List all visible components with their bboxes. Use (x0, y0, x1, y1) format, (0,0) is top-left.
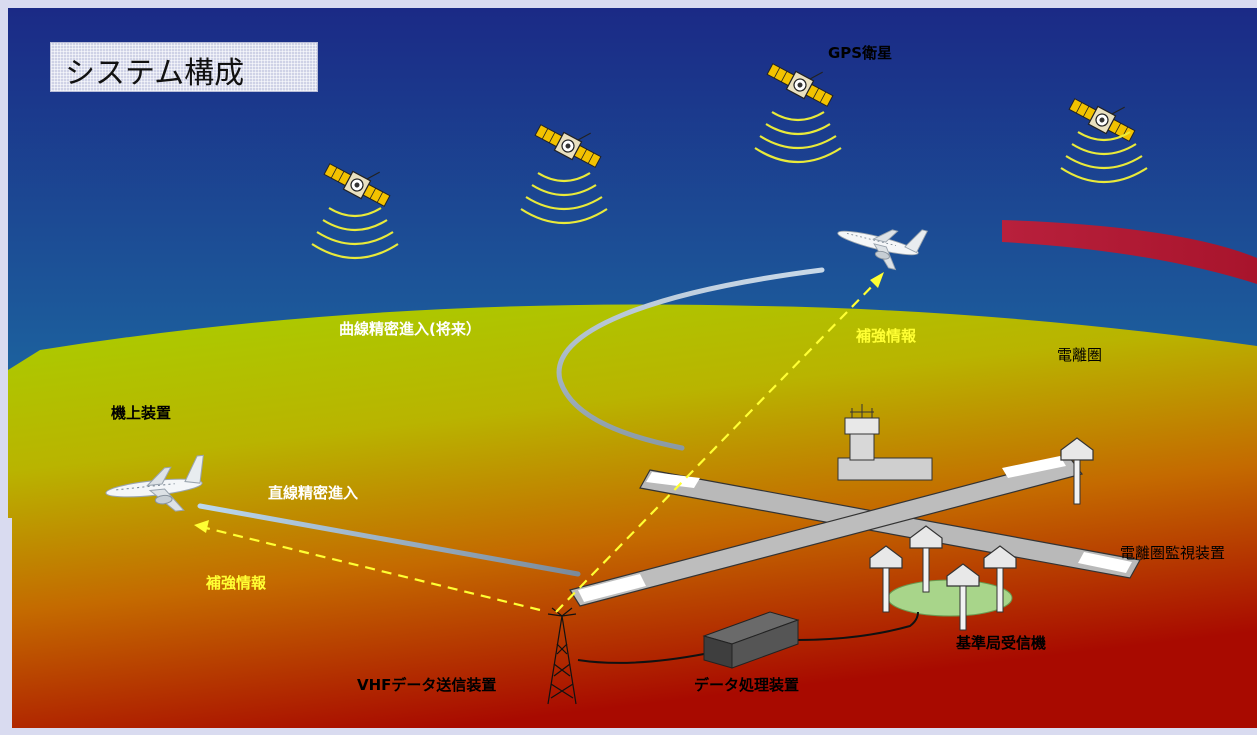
arrow-head (194, 520, 209, 533)
vhf-transmitter-label: VHFデータ送信装置 (357, 676, 497, 694)
runway (569, 456, 1141, 607)
airborne-equipment-label: 機上装置 (111, 404, 172, 422)
augmentation-arrow (555, 277, 881, 613)
control-tower-icon (837, 404, 933, 481)
curved-approach-label: 曲線精密進入(将来） (339, 320, 481, 338)
antenna-tower-icon (547, 607, 577, 705)
straight-approach-label: 直線精密進入 (268, 484, 359, 502)
arrow-head (870, 272, 884, 288)
straight-approach-path (197, 503, 581, 577)
cable (796, 611, 919, 641)
ionosphere-monitor-label: 電離圏監視装置 (1120, 544, 1226, 562)
data-processor-label: データ処理装置 (694, 676, 800, 694)
gps-satellite-label: GPS衛星 (828, 44, 893, 62)
server-box-icon (702, 611, 800, 669)
augmentation-info-label-lower: 補強情報 (206, 574, 267, 592)
ionosphere-label: 電離圏 (1057, 346, 1103, 364)
augmentation-arrow (205, 526, 541, 612)
ionosphere-band (1002, 220, 1257, 284)
cable (577, 653, 705, 664)
curved-approach-path (556, 267, 825, 451)
augmentation-info-label-upper: 補強情報 (856, 327, 917, 345)
reference-receiver-label: 基準局受信機 (956, 634, 1047, 652)
page-title: システム構成 (65, 56, 245, 91)
title-box: システム構成 (50, 42, 318, 92)
ground (8, 304, 1257, 728)
